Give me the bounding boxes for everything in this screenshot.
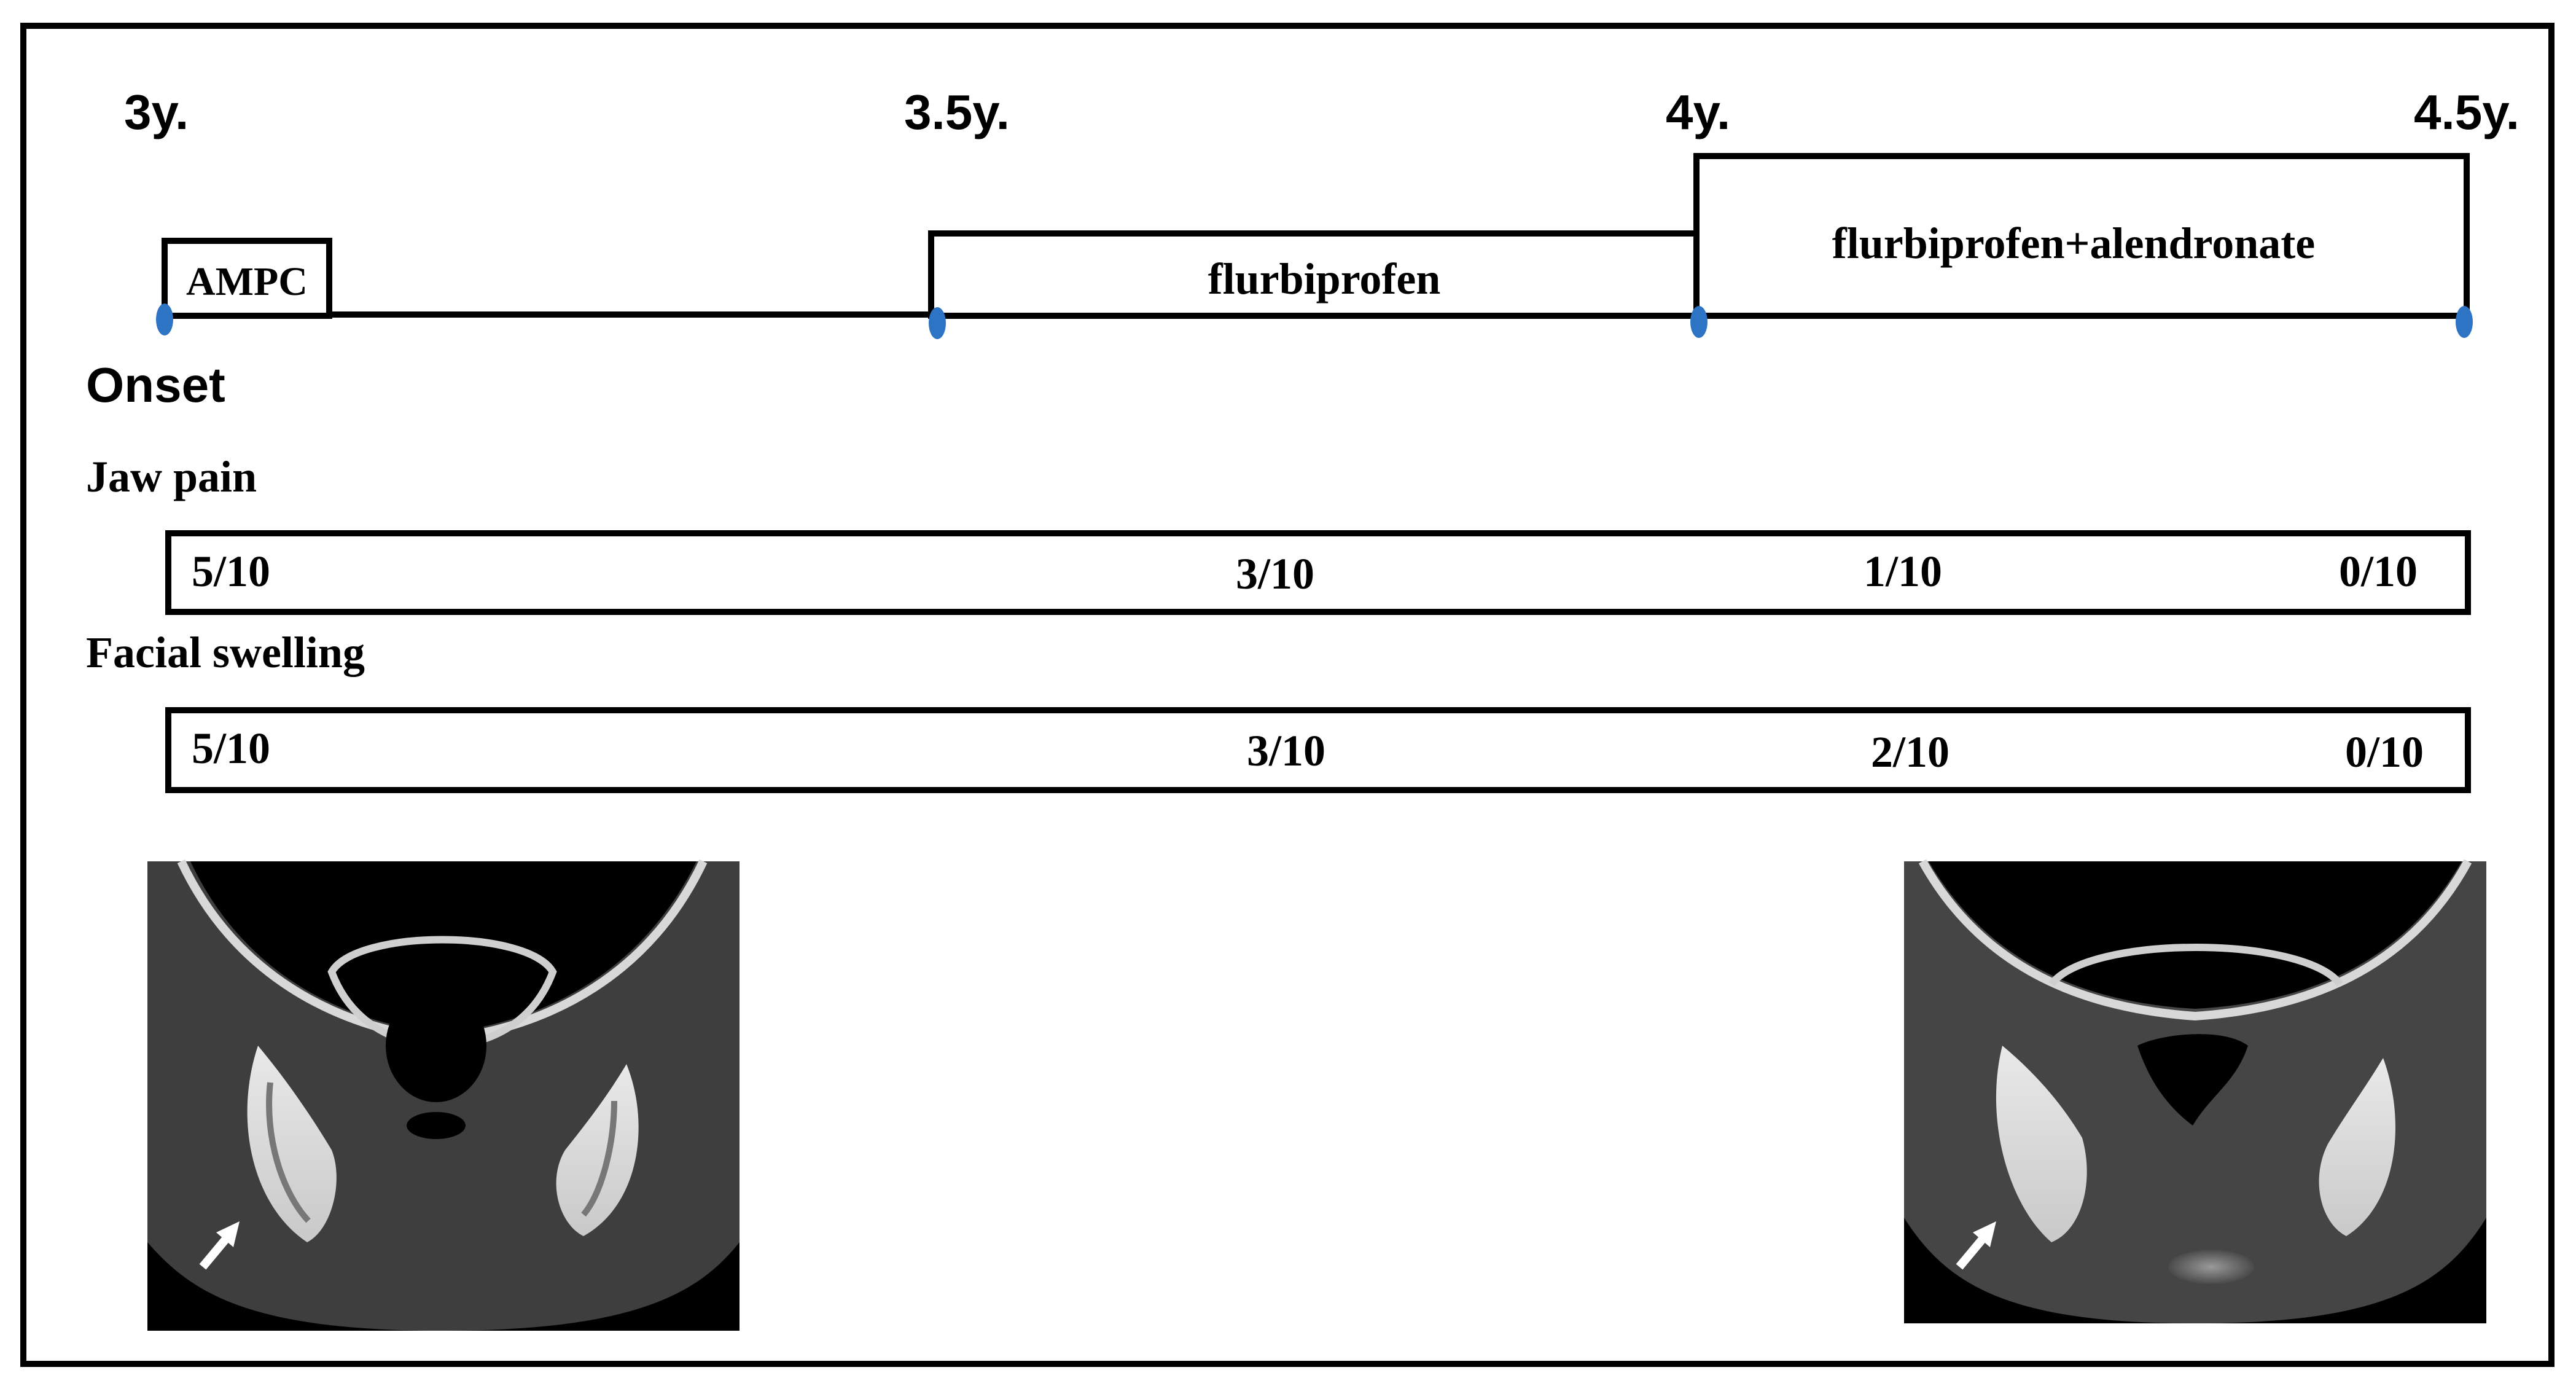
marker-4-5y — [2456, 306, 2473, 338]
white-arrow-icon — [199, 1221, 240, 1270]
facial-swelling-value-2: 3/10 — [1247, 726, 1325, 775]
treatment-flurbiprofen: flurbiprofen — [928, 230, 1701, 319]
scale-bar-facial-swelling — [165, 707, 2471, 793]
marker-3-5y — [929, 307, 946, 339]
facial-swelling-value-1: 5/10 — [192, 724, 270, 773]
marker-4y — [1690, 306, 1708, 338]
jaw-pain-value-3: 1/10 — [1864, 547, 1942, 596]
treatment-ampc: AMPC — [162, 238, 332, 319]
tick-label-3-5y: 3.5y. — [904, 85, 1010, 139]
treatment-box-ampc — [162, 238, 332, 319]
treatment-box-flurbiprofen-alendronate — [1693, 153, 2470, 319]
jaw-pain-value-2: 3/10 — [1236, 549, 1314, 598]
tick-label-4y: 4y. — [1666, 85, 1730, 139]
year-labels: 3y. 3.5y. 4y. 4.5y. — [124, 85, 2519, 139]
ct-scan-before — [147, 860, 740, 1331]
treatment-flurbiprofen-alendronate: flurbiprofen+alendronate — [1693, 153, 2470, 319]
treatment-label-ampc: AMPC — [186, 259, 308, 304]
treatment-label-flurbiprofen: flurbiprofen — [1208, 254, 1441, 303]
jaw-pain-value-1: 5/10 — [192, 547, 270, 596]
marker-3y — [156, 303, 173, 335]
onset-label: Onset — [86, 358, 225, 412]
jaw-pain-value-4: 0/10 — [2339, 547, 2418, 596]
scale-jaw-pain: Jaw pain 5/10 3/10 1/10 0/10 — [86, 452, 2471, 615]
facial-swelling-value-3: 2/10 — [1871, 727, 1950, 777]
tick-label-4-5y: 4.5y. — [2414, 85, 2519, 139]
ct-scan-after — [1904, 859, 2486, 1323]
facial-swelling-value-4: 0/10 — [2345, 727, 2424, 777]
white-arrow-icon — [1956, 1221, 1996, 1270]
treatment-box-flurbiprofen — [928, 230, 1701, 319]
scale-title-facial-swelling: Facial swelling — [86, 628, 365, 677]
scale-bar-jaw-pain — [165, 530, 2471, 615]
treatment-label-flurbiprofen-alendronate: flurbiprofen+alendronate — [1832, 219, 2315, 268]
scale-title-jaw-pain: Jaw pain — [86, 452, 257, 501]
scale-facial-swelling: Facial swelling 5/10 3/10 2/10 0/10 — [86, 628, 2471, 793]
tick-label-3y: 3y. — [124, 85, 189, 139]
timeline-markers — [156, 303, 2473, 339]
